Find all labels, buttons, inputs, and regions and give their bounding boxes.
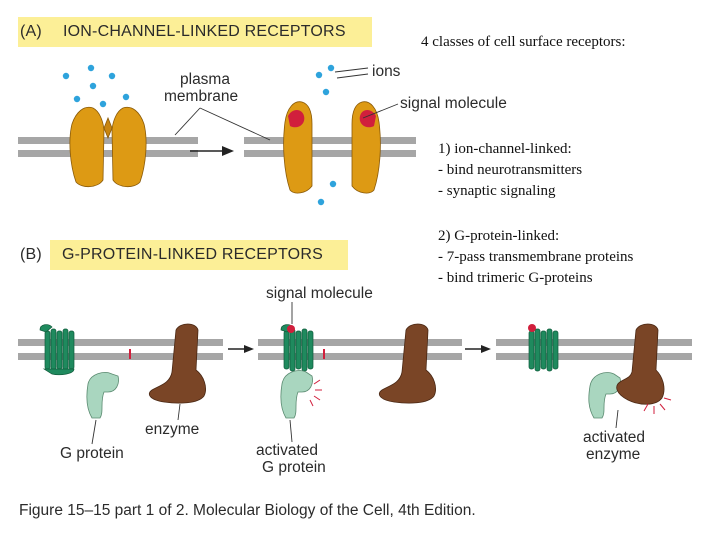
g-protein-anchor-2 (323, 349, 325, 359)
signal-molecule-b3 (528, 324, 536, 332)
activation-burst-2 (309, 379, 322, 407)
membrane-b1 (18, 339, 223, 360)
membrane-b3 (496, 339, 692, 360)
closed-ion-channel (69, 106, 147, 188)
g-protein-3 (588, 372, 621, 419)
g-protein-anchor-1 (129, 349, 131, 359)
panel-a-title: ION-CHANNEL-LINKED RECEPTORS (63, 23, 346, 40)
enzyme-label: enzyme (145, 421, 200, 438)
panel-a-letter: (A) (20, 23, 42, 40)
notes-item1-title: 1) ion-channel-linked: (438, 141, 572, 157)
activation-burst-3 (643, 397, 672, 414)
activated-g-protein (280, 370, 313, 419)
notes-item2-line1: - 7-pass transmembrane proteins (438, 249, 634, 265)
signal-molecule-label-b: signal molecule (266, 285, 373, 302)
signal-molecule-label-a: signal molecule (400, 95, 507, 112)
panel-b-letter: (B) (20, 246, 42, 263)
panel-b-title: G-PROTEIN-LINKED RECEPTORS (62, 246, 323, 263)
arrow-a (190, 146, 234, 156)
g-protein-receptor-2 (280, 324, 314, 372)
notes-heading: 4 classes of cell surface receptors: (421, 34, 626, 50)
notes-item2-title: 2) G-protein-linked: (438, 228, 560, 244)
enzyme-2 (378, 323, 436, 404)
g-protein-receptor-1 (39, 324, 75, 376)
enzyme-1 (148, 323, 206, 404)
figure-caption: Figure 15–15 part 1 of 2. Molecular Biol… (19, 502, 476, 519)
leader-lines-a (174, 67, 399, 141)
notes-item1-line1: - bind neurotransmitters (438, 162, 583, 178)
ions-label: ions (372, 63, 401, 80)
leader-lines-b (91, 302, 619, 445)
g-protein-receptor-3 (528, 328, 559, 372)
activated-enzyme-label-2: enzyme (586, 446, 641, 463)
notes-item2-line2: - bind trimeric G-proteins (438, 270, 593, 286)
activated-g-protein-label-1: activated (256, 442, 319, 459)
ions-left (62, 64, 130, 108)
plasma-membrane-right (244, 137, 416, 157)
membrane-b2 (258, 339, 462, 360)
plasma-label: plasma (180, 71, 230, 88)
plasma-membrane-left (18, 137, 198, 157)
signal-molecule-b2 (287, 325, 295, 333)
panel-a-header: (A) ION-CHANNEL-LINKED RECEPTORS (18, 17, 372, 47)
membrane-label: membrane (164, 88, 239, 105)
activated-enzyme (616, 323, 665, 405)
g-protein-1 (86, 372, 119, 419)
bound-signal-molecule (288, 110, 376, 128)
activated-enzyme-label-1: activated (583, 429, 646, 446)
notes-item1-line2: - synaptic signaling (438, 183, 556, 199)
panel-b-title-box: G-PROTEIN-LINKED RECEPTORS (50, 240, 348, 270)
panel-b-header: (B) (18, 240, 348, 270)
arrow-b1 (228, 345, 254, 353)
ions-right (315, 64, 337, 206)
g-protein-label: G protein (60, 445, 124, 462)
arrow-b2 (465, 345, 491, 353)
activated-g-protein-label-2: G protein (262, 459, 326, 476)
